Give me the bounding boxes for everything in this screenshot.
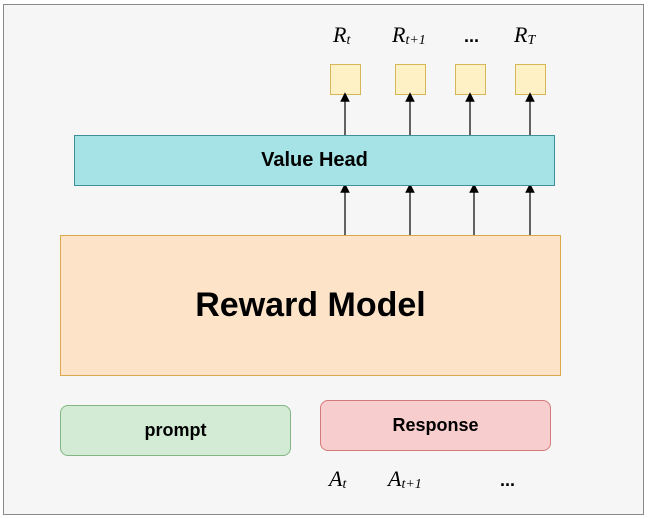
reward-label-rt: Rt (333, 22, 351, 48)
action-label-at1: At+1 (388, 466, 422, 492)
reward-label-rT: RT (514, 22, 536, 48)
prompt-box: prompt (60, 405, 291, 456)
reward-token-box (515, 64, 546, 95)
prompt-label: prompt (144, 420, 207, 440)
action-label-ellipsis: ... (500, 470, 516, 490)
response-label: Response (392, 415, 479, 435)
reward-model-label: Reward Model (195, 286, 426, 324)
reward-token-box (395, 64, 426, 95)
reward-token-box (455, 64, 486, 95)
reward-label-ellipsis: ... (464, 26, 480, 46)
value-head-box: Value Head (74, 135, 555, 186)
reward-label-rt1: Rt+1 (392, 22, 426, 48)
reward-token-box (330, 64, 361, 95)
action-label-at: At (329, 466, 347, 492)
response-box: Response (320, 400, 551, 451)
value-head-label: Value Head (261, 149, 368, 171)
reward-model-box: Reward Model (60, 235, 561, 376)
